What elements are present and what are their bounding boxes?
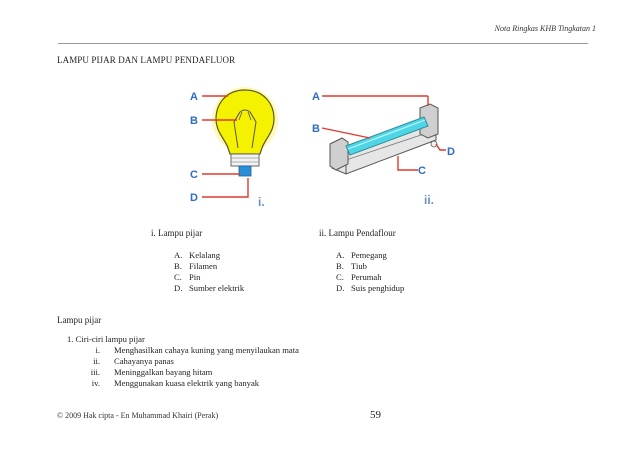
bulb-parts-list: A.Kelalang B.Filamen C.Pin D.Sumber elek… (174, 250, 244, 294)
list-item: D.Suis penghidup (336, 283, 405, 293)
features-list: i.Menghasilkan cahaya kuning yang menyil… (76, 345, 299, 389)
caption-tube: ii. Lampu Pendaflour (319, 228, 396, 238)
section-title: Lampu pijar (57, 315, 102, 325)
list-item: B.Tiub (336, 261, 367, 271)
footer-copyright: © 2009 Hak cipta - En Muhammad Khairi (P… (57, 411, 219, 420)
list-item: A.Pemegang (336, 250, 387, 260)
bulb-contact (238, 165, 252, 177)
page-number: 59 (370, 409, 381, 421)
bulb-label-d: D (190, 192, 198, 204)
tube-parts-list: A.Pemegang B.Tiub C.Perumah D.Suis pengh… (336, 250, 404, 294)
bulb-label-b: B (190, 115, 198, 127)
list-item: iv.Menggunakan kuasa elektrik yang banya… (91, 378, 260, 388)
tube-label-c: C (418, 165, 426, 177)
list-item: i.Menghasilkan cahaya kuning yang menyil… (95, 345, 299, 355)
list-item: D.Sumber elektrik (174, 283, 245, 293)
list-item: B.Filamen (174, 261, 218, 271)
tube-numeral: ii. (424, 193, 434, 207)
list-item: C.Perumah (336, 272, 382, 282)
list-item: A.Kelalang (174, 250, 221, 260)
list-item: iii.Meninggalkan bayang hitam (90, 367, 213, 377)
page-title: LAMPU PIJAR DAN LAMPU PENDAFLUOR (57, 55, 236, 65)
tube-holder-right (419, 103, 439, 139)
tube-figure: A B C D ii. (312, 91, 455, 207)
tube-holder-left (329, 137, 349, 171)
tube-starter (430, 140, 438, 148)
bulb-numeral: i. (258, 195, 265, 209)
list-item: ii.Cahayanya panas (93, 356, 174, 366)
bulb-figure: A B C D i. (190, 87, 278, 209)
header-rule (58, 43, 588, 44)
tube-label-a: A (312, 91, 320, 103)
bulb-filament-spokes (234, 111, 256, 121)
caption-bulb: i. Lampu pijar (151, 228, 203, 238)
bulb-label-c: C (190, 169, 198, 181)
bulb-label-a: A (190, 91, 198, 103)
tube-label-d: D (447, 146, 455, 158)
list-heading: 1. Ciri-ciri lampu pijar (67, 334, 145, 344)
header-note: Nota Ringkas KHB Tingkatan 1 (494, 24, 596, 33)
list-item: C.Pin (174, 272, 201, 282)
tube-label-b: B (312, 123, 320, 135)
bulb-base (230, 153, 260, 167)
